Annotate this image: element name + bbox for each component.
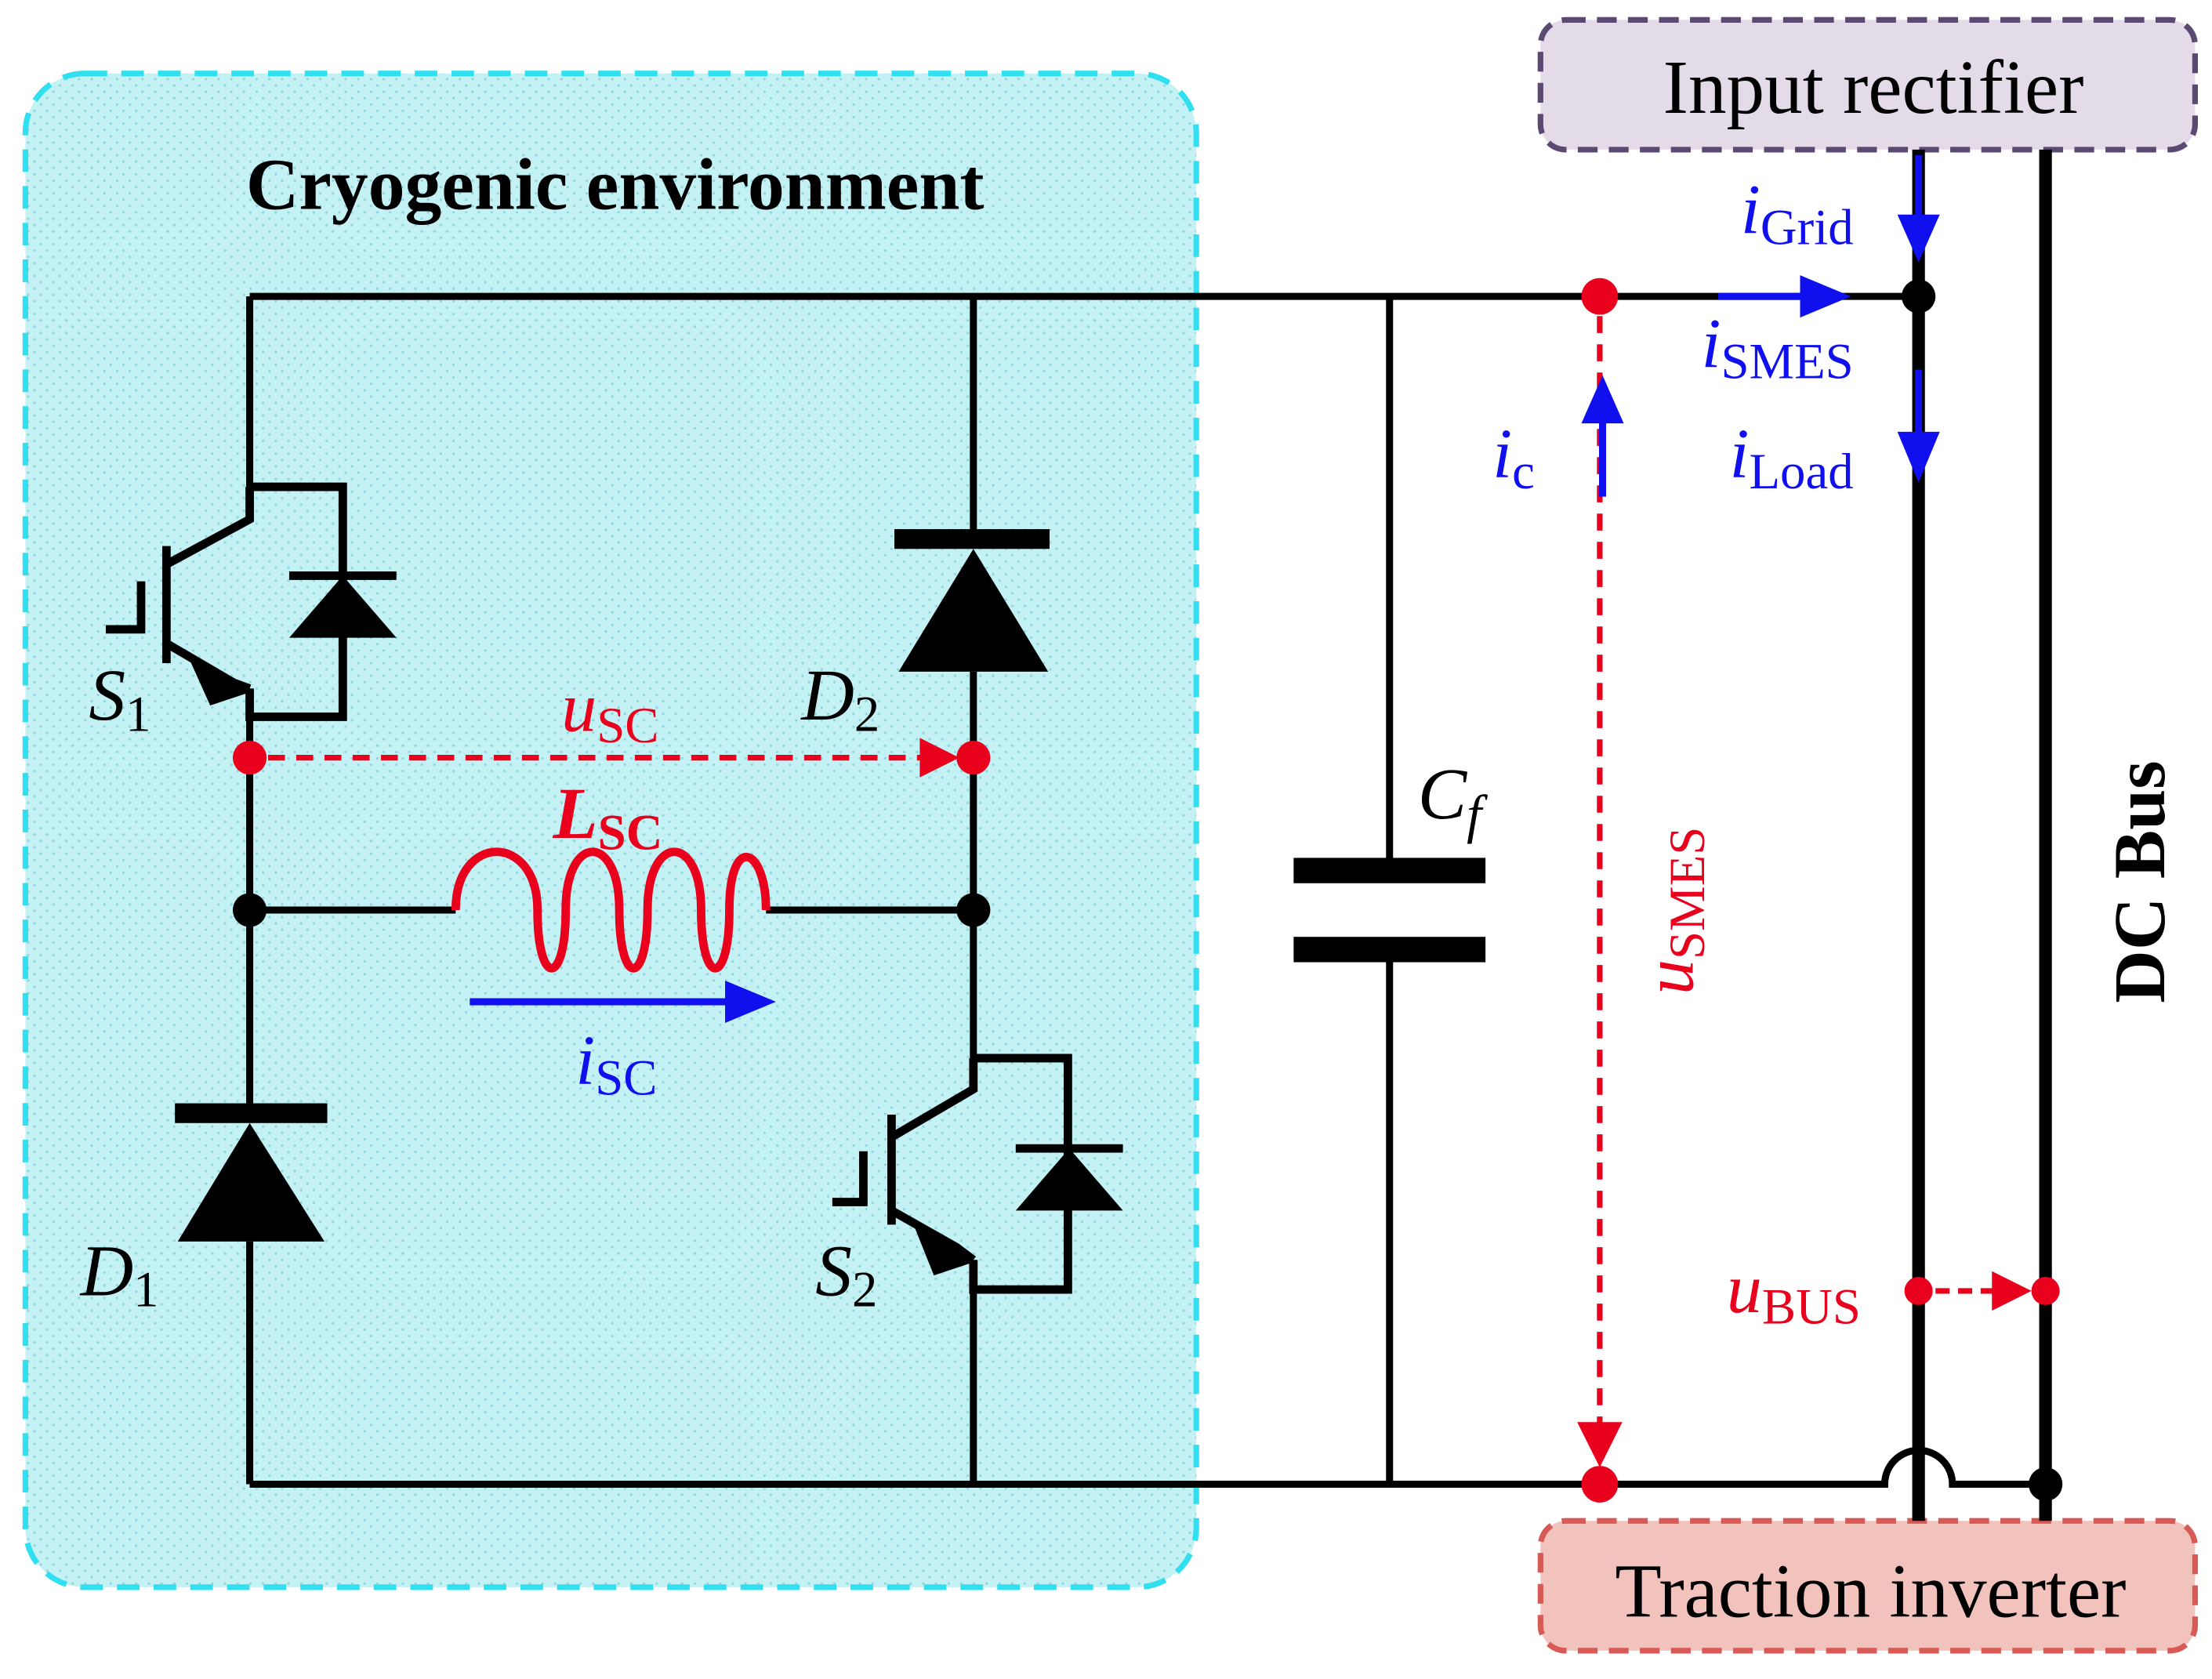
isc-arrowhead: [725, 980, 776, 1023]
current-arrows: [470, 155, 1923, 1006]
ismes-arrowhead: [1800, 275, 1851, 318]
label-igrid: iGrid: [1741, 171, 1854, 256]
ic-arrowhead: [1581, 375, 1624, 424]
iload-arrowhead: [1897, 431, 1940, 483]
diode-d1: [175, 1103, 328, 1242]
label-lsc: LSC: [553, 774, 663, 861]
label-ismes: iSMES: [1701, 305, 1853, 390]
inductor-lsc: [451, 847, 771, 973]
switch-s2: [832, 1053, 1123, 1294]
igrid-arrowhead: [1897, 214, 1940, 263]
diode-d2: [894, 529, 1050, 672]
label-ic: ic: [1492, 415, 1535, 499]
label-s2: S2: [815, 1231, 877, 1318]
capacitor-cf: [1293, 858, 1486, 963]
label-d1: D1: [79, 1231, 159, 1318]
cryogenic-label: Cryogenic environment: [246, 145, 985, 226]
label-isc: iSC: [575, 1021, 657, 1106]
dc-bus-rails: [1912, 149, 2052, 1521]
label-s1: S1: [89, 655, 150, 742]
label-cf: Cf: [1418, 754, 1488, 844]
dc-bus-label: DC Bus: [2100, 760, 2181, 1003]
red-nodes: [232, 277, 2060, 1503]
black-nodes: [232, 279, 2063, 1502]
label-usmes: uSMES: [1631, 827, 1716, 995]
label-d2: D2: [800, 655, 879, 742]
traction-inverter-box: Traction inverter: [1537, 1518, 2199, 1654]
input-rectifier-label: Input rectifier: [1663, 45, 2084, 130]
label-iload: iLoad: [1729, 415, 1853, 499]
ubus-arrowhead: [1992, 1271, 2032, 1311]
label-usc: uSC: [561, 669, 658, 753]
usmes-arrowhead: [1577, 1422, 1623, 1467]
label-ubus: uBUS: [1727, 1250, 1861, 1335]
traction-inverter-label: Traction inverter: [1615, 1550, 2126, 1634]
switch-s1: [105, 482, 397, 721]
input-rectifier-box: Input rectifier: [1537, 16, 2199, 153]
voltage-arrows: [267, 316, 2001, 1425]
cryogenic-region: Cryogenic environment: [22, 71, 1199, 1590]
usc-arrowhead: [919, 738, 959, 778]
